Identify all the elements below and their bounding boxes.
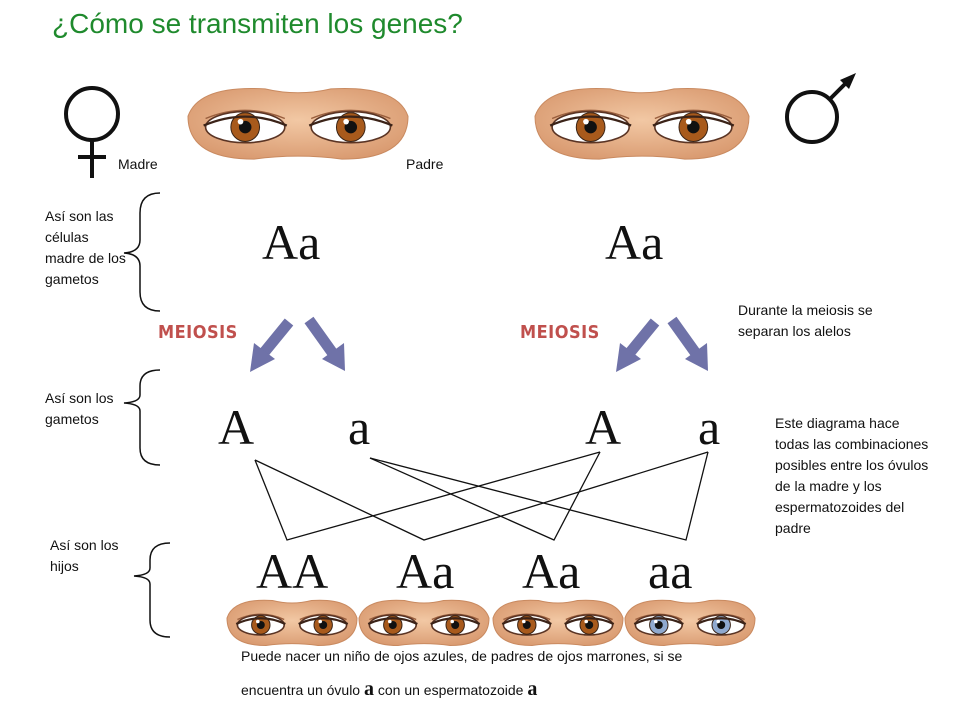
eye-highlight [450, 619, 455, 624]
child-genotype-1: AA [256, 543, 329, 599]
pupil [585, 621, 594, 629]
pupil [584, 120, 597, 134]
eye-highlight [343, 118, 349, 125]
eye-highlight [654, 619, 658, 624]
father-gamete-a: a [698, 399, 721, 455]
mother-gamete-A: A [218, 399, 255, 455]
upper-lash-line [367, 617, 418, 625]
child-eyes-4 [624, 599, 756, 647]
upper-lash-line [430, 617, 481, 625]
mother-label: Madre [118, 156, 158, 172]
male-arrowhead-icon [840, 73, 856, 89]
female-symbol-icon [64, 86, 120, 178]
upper-lash-line [501, 617, 552, 625]
upper-lash-line [696, 617, 747, 625]
eye-highlight [237, 118, 244, 125]
mother-eyes [187, 87, 409, 160]
upper-lash-line [549, 115, 632, 127]
eyelid-crease [654, 109, 733, 120]
caption-allele-a-2: a [527, 678, 538, 700]
upper-lash-line [298, 617, 349, 625]
note-diagram: Este diagrama hace todas las combinacion… [775, 415, 929, 536]
child-genotype-4: aa [648, 543, 693, 599]
pupil [344, 120, 358, 134]
pupil [687, 120, 700, 134]
child-genotype-3: Aa [522, 543, 581, 599]
pupil [238, 120, 252, 134]
eye-highlight [584, 619, 588, 624]
meiosis-label-right: MEIOSIS [520, 322, 600, 343]
child-eyes-3 [492, 599, 624, 647]
note-gametes: Así son los gametos [45, 390, 114, 427]
caption: Puede nacer un niño de ojos azules, de p… [241, 640, 781, 707]
page-title: ¿Cómo se transmiten los genes? [52, 8, 463, 39]
brace-parent-cells [123, 192, 161, 312]
upper-lash-line [235, 617, 286, 625]
eye-highlight [388, 619, 392, 624]
upper-lash-line [633, 617, 684, 625]
child-eyes-2 [358, 599, 490, 647]
caption-allele-a-1: a [363, 678, 374, 700]
line-AA [254, 451, 601, 541]
mother-gamete-a: a [348, 399, 371, 455]
eye-highlight [255, 619, 260, 624]
upper-lash-line [203, 115, 288, 127]
eyelid-crease [310, 109, 391, 120]
father-eyes [534, 87, 750, 160]
pupil [717, 621, 726, 629]
arrow-mother-left-icon [250, 318, 294, 372]
caption-text-c: con un espermatozoide [373, 682, 528, 698]
line-aa [369, 451, 709, 541]
upper-lash-line [308, 115, 393, 127]
eyelid-crease [551, 109, 630, 120]
pupil [522, 621, 531, 629]
meiosis-label-left: MEIOSIS [158, 322, 238, 343]
line-Aa-2 [369, 451, 601, 541]
eye-highlight [522, 619, 526, 624]
caption-line-2: encuentra un óvulo a con un espermatozoi… [241, 673, 781, 707]
brace-children [133, 542, 171, 638]
caption-text-a: encuentra un óvulo [241, 682, 364, 698]
note-children: Así son los hijos [50, 537, 119, 574]
arrow-father-right-icon [667, 316, 708, 371]
eye-highlight [318, 619, 323, 624]
child-eyes-1 [226, 599, 358, 647]
father-gamete-A: A [585, 399, 622, 455]
eye-highlight [716, 619, 720, 624]
pupil [654, 621, 663, 629]
mother-genotype: Aa [262, 214, 321, 270]
note-parent-cells: Así son las células madre de los gametos [45, 208, 126, 287]
pupil [319, 621, 328, 629]
eye-highlight [685, 118, 692, 125]
eyelid-crease [205, 109, 286, 120]
brace-gametes [123, 369, 161, 466]
upper-lash-line [652, 115, 735, 127]
child-genotype-2: Aa [396, 543, 455, 599]
pupil [451, 621, 460, 629]
father-label: Padre [406, 156, 444, 172]
upper-lash-line [564, 617, 615, 625]
father-genotype: Aa [605, 214, 664, 270]
pupil [388, 621, 397, 629]
line-Aa-1 [254, 451, 709, 541]
pupil [256, 621, 265, 629]
arrow-father-left-icon [616, 318, 660, 372]
arrow-mother-right-icon [304, 316, 345, 371]
note-meiosis: Durante la meiosis se separan los alelos [738, 302, 873, 339]
caption-line-1: Puede nacer un niño de ojos azules, de p… [241, 648, 683, 664]
eye-highlight [583, 118, 589, 125]
